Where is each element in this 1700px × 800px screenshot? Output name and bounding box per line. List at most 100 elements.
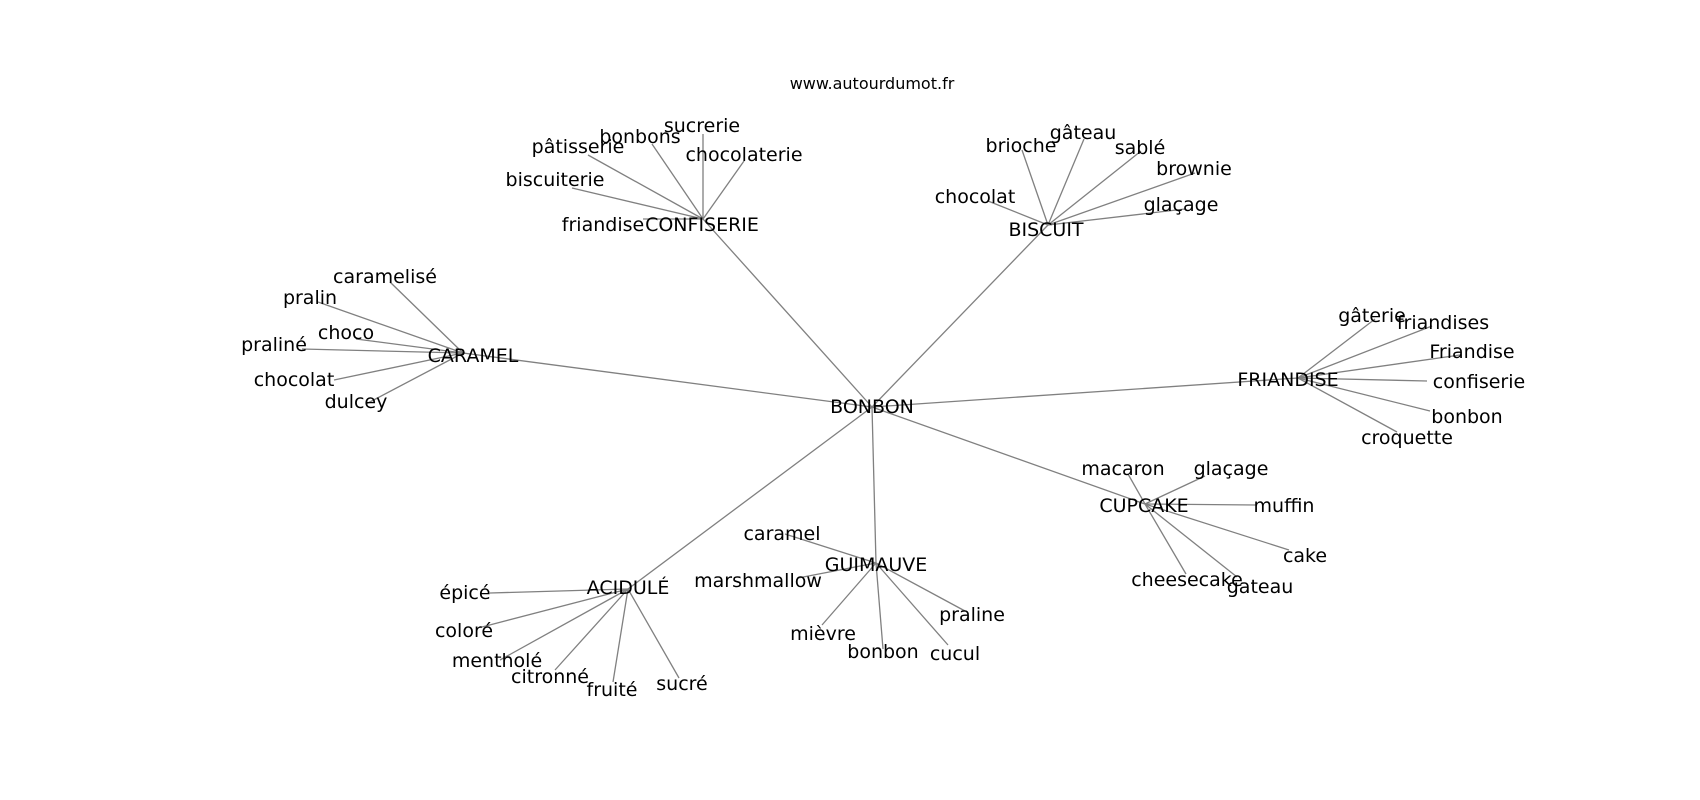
watermark: www.autourdumot.fr	[790, 74, 955, 93]
center-node-label: BONBON	[830, 396, 914, 418]
edge-center-cluster-3	[871, 377, 1299, 408]
edge-cluster-1-word-5	[1047, 208, 1186, 226]
edge-cluster-1-word-3	[1047, 172, 1196, 226]
word-node-label: macaron	[1081, 458, 1164, 480]
edge-cluster-5-word-4	[875, 562, 884, 650]
edge-cluster-6-word-1	[481, 588, 629, 628]
cluster-node-label: ACIDULÉ	[587, 576, 670, 599]
cluster-node-label: CUPCAKE	[1099, 495, 1188, 517]
edge-cluster-4-word-1	[1144, 475, 1206, 505]
word-node-label: Friandise	[1429, 341, 1514, 363]
word-node-label: biscuiterie	[506, 169, 605, 191]
word-node-label: cake	[1283, 545, 1327, 567]
word-node-label: brioche	[986, 135, 1057, 157]
word-node-label: caramel	[743, 523, 820, 545]
cluster-node-label: CONFISERIE	[645, 214, 759, 236]
labels: BONBON CONFISERIE sucreriebonbonspâtisseri…	[241, 115, 1525, 701]
edge-cluster-0-word-1	[651, 143, 704, 220]
edge-cluster-5-word-3	[821, 562, 877, 626]
word-node-label: sablé	[1115, 137, 1166, 159]
word-node-label: pralin	[283, 287, 337, 309]
edge-cluster-5-word-1	[797, 562, 877, 579]
edge-cluster-4-word-2	[1144, 503, 1257, 506]
word-node-label: brownie	[1156, 158, 1232, 180]
edge-cluster-0-word-3	[702, 160, 745, 220]
word-node-label: glaçage	[1144, 194, 1219, 216]
word-node-label: gâteau	[1050, 122, 1117, 144]
edge-cluster-2-word-3	[301, 348, 464, 354]
word-node-label: cucul	[930, 643, 980, 665]
word-node-label: bonbons	[599, 126, 680, 148]
word-node-label: choco	[318, 322, 374, 344]
edge-cluster-2-word-1	[317, 301, 464, 354]
word-node-label: caramelisé	[333, 266, 437, 288]
word-node-label: mentholé	[452, 650, 542, 672]
word-node-label: mièvre	[790, 623, 856, 645]
edge-cluster-3-word-1	[1297, 325, 1433, 379]
word-node-label: confiserie	[1433, 371, 1525, 393]
edge-cluster-1-word-0	[1021, 149, 1049, 226]
word-node-label: croquette	[1361, 427, 1453, 449]
edge-cluster-2-word-2	[355, 338, 464, 354]
word-node-label: fruité	[587, 679, 638, 701]
edge-cluster-3-word-4	[1297, 377, 1431, 412]
word-node-label: cheesecake	[1131, 569, 1243, 591]
edge-cluster-6-word-5	[627, 588, 680, 679]
word-node-label: chocolaterie	[685, 144, 802, 166]
edge-cluster-1-word-1	[1047, 138, 1085, 226]
edge-cluster-4-word-4	[1144, 503, 1187, 575]
edge-cluster-5-word-0	[784, 533, 877, 564]
word-node-label: gateau	[1227, 576, 1294, 598]
word-node-label: gâterie	[1338, 305, 1406, 327]
word-node-label: sucrerie	[664, 115, 740, 137]
edge-cluster-6-word-3	[554, 588, 629, 671]
edges	[301, 134, 1461, 683]
edge-cluster-6-word-4	[612, 588, 629, 683]
edge-cluster-0-word-2	[587, 154, 704, 220]
word-node-label: praliné	[241, 334, 307, 356]
word-node-label: citronné	[511, 666, 589, 688]
edge-cluster-2-word-4	[333, 352, 464, 381]
edge-cluster-4-word-5	[1144, 503, 1238, 578]
edge-cluster-0-word-4	[571, 187, 704, 220]
word-node-label: chocolat	[254, 369, 335, 391]
edge-cluster-5-word-5	[875, 562, 949, 646]
edge-center-cluster-6	[627, 406, 873, 590]
edge-cluster-3-word-3	[1297, 377, 1428, 382]
edge-cluster-1-word-2	[1047, 150, 1142, 226]
word-node-label: pâtisserie	[532, 136, 625, 158]
edge-center-cluster-4	[871, 406, 1146, 505]
edge-cluster-3-word-0	[1297, 318, 1376, 379]
edge-cluster-6-word-0	[489, 588, 629, 594]
cluster-node-label: BISCUIT	[1008, 219, 1083, 241]
word-node-label: coloré	[435, 620, 493, 642]
word-node-label: bonbon	[847, 641, 918, 663]
word-node-label: marshmallow	[694, 570, 822, 592]
cluster-node-label: CARAMEL	[428, 345, 519, 367]
edge-cluster-6-word-2	[499, 588, 629, 661]
edge-cluster-4-word-0	[1127, 473, 1146, 505]
word-node-label: friandise	[562, 214, 644, 236]
edge-center-cluster-2	[462, 352, 873, 408]
edge-cluster-2-word-0	[389, 281, 464, 354]
edge-cluster-5-word-2	[875, 562, 966, 612]
cluster-node-label: GUIMAUVE	[825, 554, 928, 576]
edge-cluster-1-word-4	[987, 200, 1049, 226]
edge-cluster-3-word-2	[1297, 354, 1461, 379]
edge-center-cluster-0	[702, 218, 873, 408]
edge-cluster-3-word-5	[1297, 377, 1398, 433]
edge-cluster-4-word-3	[1144, 503, 1290, 551]
edge-center-cluster-5	[871, 406, 877, 564]
cluster-node-label: FRIANDISE	[1237, 369, 1338, 391]
word-node-label: bonbon	[1431, 406, 1502, 428]
edge-center-cluster-1	[871, 224, 1049, 408]
word-node-label: dulcey	[325, 391, 388, 413]
word-node-label: sucré	[656, 673, 707, 695]
edge-cluster-2-word-5	[365, 352, 464, 405]
word-node-label: praline	[939, 604, 1005, 626]
word-node-label: épicé	[439, 582, 490, 604]
word-node-label: muffin	[1254, 495, 1315, 517]
word-node-label: chocolat	[935, 186, 1016, 208]
word-node-label: friandises	[1397, 312, 1489, 334]
